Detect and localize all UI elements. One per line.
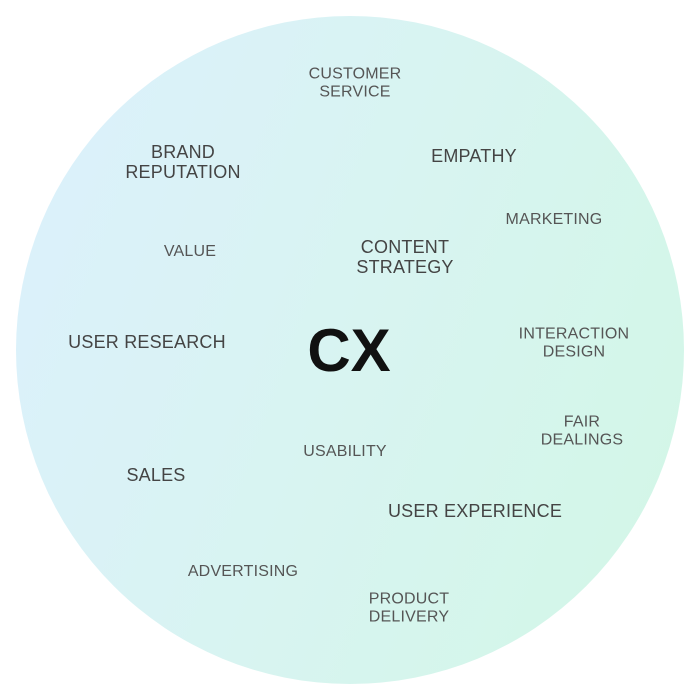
term-brand-reputation: BRAND REPUTATION (125, 142, 241, 182)
term-empathy: EMPATHY (431, 146, 517, 167)
background-circle (16, 16, 684, 684)
term-user-experience: USER EXPERIENCE (387, 501, 563, 522)
term-usability: USABILITY (303, 443, 387, 461)
term-user-research: USER RESEARCH (68, 332, 226, 353)
term-content-strategy: CONTENT STRATEGY (356, 237, 454, 277)
term-value: VALUE (163, 243, 217, 261)
term-advertising: ADVERTISING (187, 563, 299, 581)
term-interaction-design: INTERACTION DESIGN (518, 325, 630, 360)
term-customer-service: CUSTOMER SERVICE (308, 65, 402, 100)
term-fair-dealings: FAIR DEALINGS (540, 413, 624, 448)
center-label-cx: CX (307, 317, 391, 384)
term-marketing: MARKETING (505, 211, 603, 229)
term-sales: SALES (126, 465, 186, 486)
term-product-delivery: PRODUCT DELIVERY (368, 590, 450, 625)
